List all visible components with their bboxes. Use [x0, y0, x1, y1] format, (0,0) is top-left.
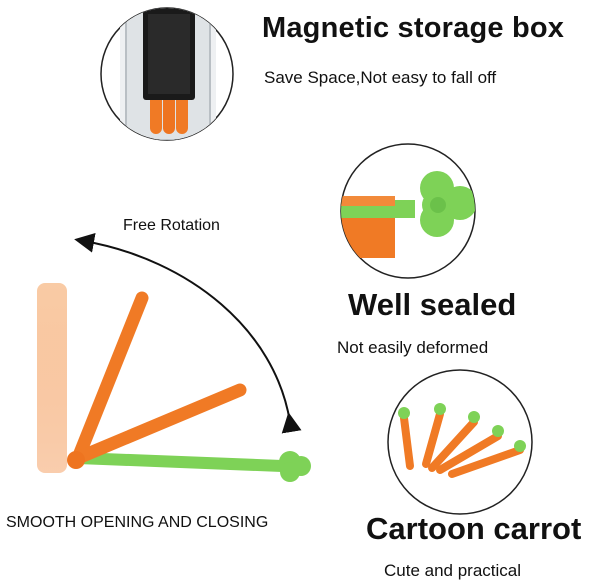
- carrot-subtitle: Cute and practical: [384, 561, 522, 580]
- rotation-label: Free Rotation: [123, 217, 220, 234]
- carrot-title: Cartoon carrot: [366, 511, 582, 546]
- well-sealed-image: [340, 143, 476, 279]
- sealed-title: Well sealed: [348, 287, 517, 322]
- rotating-clip-image: [37, 283, 311, 482]
- magnetic-subtitle: Save Space,Not easy to fall off: [264, 68, 497, 87]
- cartoon-carrot-image: [387, 369, 533, 515]
- rotation-arrow-icon: [74, 232, 302, 434]
- magnetic-box-image: [100, 7, 234, 141]
- magnetic-title: Magnetic storage box: [262, 12, 565, 44]
- rotation-caption: SMOOTH OPENING AND CLOSING: [6, 514, 269, 531]
- sealed-subtitle: Not easily deformed: [337, 338, 489, 357]
